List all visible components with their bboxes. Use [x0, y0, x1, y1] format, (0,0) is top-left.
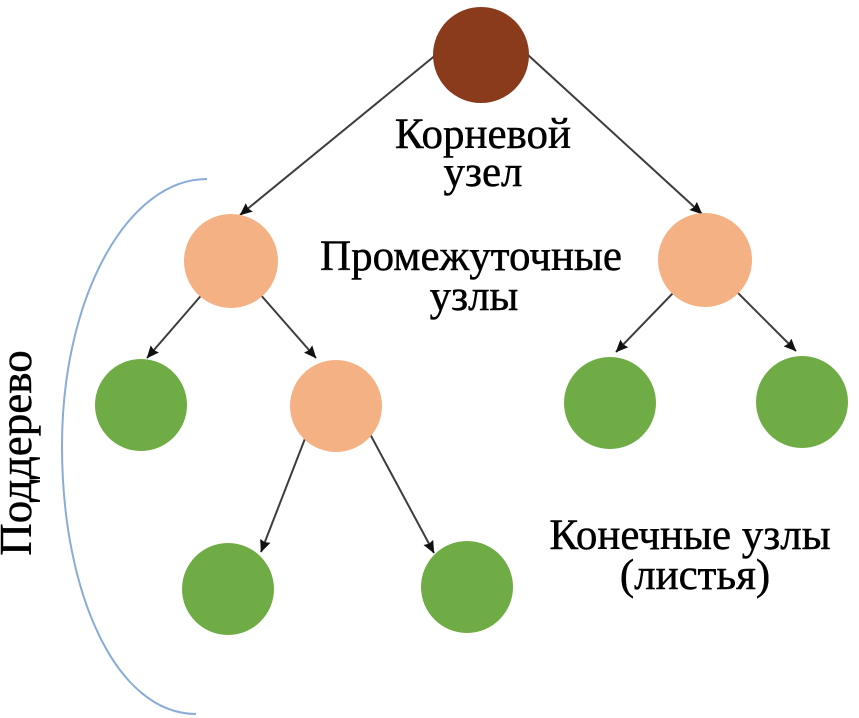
svg-text:узел: узел: [443, 149, 522, 196]
svg-text:Конечные узлы: Конечные узлы: [549, 512, 830, 559]
svg-text:Промежуточные: Промежуточные: [320, 233, 622, 280]
svg-text:узлы: узлы: [430, 273, 519, 320]
svg-text:(листья): (листья): [620, 552, 770, 599]
svg-text:Корневой: Корневой: [395, 111, 571, 158]
svg-text:Поддерево: Поддерево: [0, 350, 41, 555]
